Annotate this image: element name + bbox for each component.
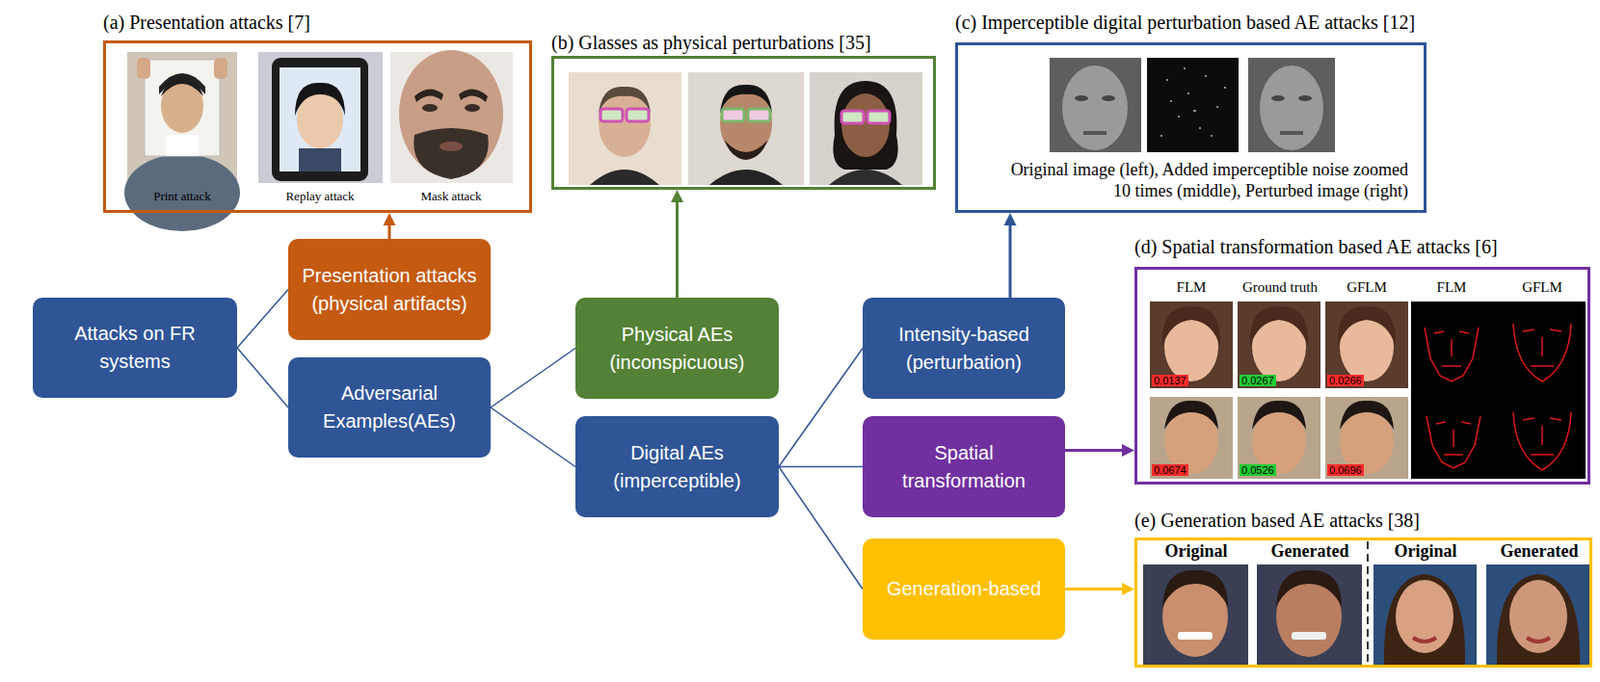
- panel-heading: (d) Spatial transformation based AE atta…: [1134, 235, 1498, 259]
- arrowhead: [1121, 583, 1135, 596]
- arrow-connector: [1065, 444, 1135, 457]
- tree-connector: [237, 347, 289, 408]
- panel-heading: (e) Generation based AE attacks [38]: [1134, 508, 1420, 533]
- connector-line: [1065, 449, 1124, 453]
- image-panel: (e) Generation based AE attacks [38]Orig…: [1134, 537, 1593, 668]
- arrowhead: [1121, 444, 1135, 457]
- arrowhead: [670, 189, 684, 203]
- connector-line: [388, 223, 392, 240]
- tree-connector: [490, 407, 576, 468]
- arrow-connector: [1004, 213, 1017, 298]
- arrow-connector: [1065, 583, 1135, 596]
- score-tag: 0.0137: [1151, 374, 1189, 387]
- mask-attack-photo: [390, 50, 513, 184]
- connector-line: [490, 407, 576, 468]
- arrow-connector: [383, 213, 397, 240]
- panel-heading: (a) Presentation attacks [7]: [103, 10, 311, 34]
- grayscale-face-images: [1049, 57, 1335, 153]
- box-label: Digital AEs (imperceptible): [588, 439, 766, 496]
- image-caption: Original: [1372, 541, 1479, 563]
- panel-heading: (b) Glasses as physical perturbations [3…: [551, 30, 872, 54]
- box-label: Physical AEs (inconspicuous): [588, 320, 766, 377]
- connector-line: [490, 348, 576, 409]
- glasses-photo: [568, 72, 682, 186]
- image-caption: Original image (left), Added imperceptib…: [1003, 160, 1409, 202]
- score-tag: 0.0696: [1327, 464, 1364, 477]
- connector-line: [675, 200, 679, 298]
- score-tag: 0.0526: [1239, 464, 1277, 477]
- image-caption: Original: [1143, 541, 1250, 563]
- connector-line: [778, 467, 863, 590]
- image-caption: GFLM: [1503, 278, 1581, 296]
- image-panel: (a) Presentation attacks [7]Print attack…: [103, 40, 533, 214]
- leaf-box: Intensity-based (perturbation): [862, 297, 1066, 400]
- image-panel: (d) Spatial transformation based AE atta…: [1134, 266, 1591, 485]
- replay-attack-photo: [258, 52, 383, 184]
- image-caption: Generated: [1256, 541, 1363, 563]
- tree-connector: [490, 348, 576, 409]
- connector-line: [237, 290, 289, 349]
- category-box: Presentation attacks (physical artifacts…: [288, 239, 491, 341]
- image-caption: Replay attack: [262, 188, 378, 205]
- box-label: Presentation attacks (physical artifacts…: [301, 262, 478, 319]
- score-tag: 0.0267: [1239, 374, 1277, 387]
- connector-line: [1009, 223, 1013, 298]
- category-box: Physical AEs (inconspicuous): [575, 297, 779, 400]
- arrow-connector: [670, 189, 684, 298]
- box-label: Spatial transformation: [876, 439, 1052, 496]
- box-label: Generation-based: [886, 575, 1041, 604]
- tree-connector: [778, 467, 863, 590]
- category-box: Adversarial Examples(AEs): [288, 357, 491, 458]
- box-label: Intensity-based (perturbation): [876, 320, 1052, 377]
- arrowhead: [383, 213, 397, 226]
- image-panel: (c) Imperceptible digital perturbation b…: [955, 42, 1427, 214]
- box-label: Attacks on FR systems: [46, 320, 224, 376]
- face-landmark-images: [1149, 301, 1586, 480]
- score-tag: 0.0674: [1151, 464, 1189, 477]
- box-label: Adversarial Examples(AEs): [301, 379, 478, 436]
- tree-connector: [778, 348, 863, 468]
- connector-line: [237, 347, 289, 408]
- category-box: Digital AEs (imperceptible): [575, 416, 779, 518]
- leaf-box: Spatial transformation: [862, 416, 1066, 518]
- print-attack-photo: [124, 52, 240, 232]
- leaf-box: Generation-based: [862, 538, 1066, 640]
- panel-heading: (c) Imperceptible digital perturbation b…: [955, 10, 1415, 34]
- image-caption: GFLM: [1328, 278, 1406, 296]
- connector-line: [1065, 587, 1124, 591]
- root-box: Attacks on FR systems: [32, 297, 238, 399]
- image-caption: FLM: [1152, 278, 1230, 296]
- image-panel: (b) Glasses as physical perturbations [3…: [551, 55, 936, 190]
- tree-connector: [237, 290, 289, 349]
- image-caption: Ground truth: [1226, 278, 1334, 296]
- image-caption: Generated: [1486, 541, 1593, 563]
- score-tag: 0.0266: [1327, 374, 1364, 387]
- glasses-photo: [688, 72, 804, 186]
- generated-face-images: [1143, 541, 1592, 666]
- image-caption: FLM: [1413, 278, 1491, 296]
- connector-line: [778, 466, 863, 469]
- tree-connector: [778, 466, 863, 468]
- glasses-photo: [809, 72, 923, 186]
- image-caption: Print attack: [124, 188, 240, 205]
- image-caption: Mask attack: [393, 188, 509, 205]
- arrowhead: [1004, 213, 1017, 226]
- connector-line: [778, 348, 863, 468]
